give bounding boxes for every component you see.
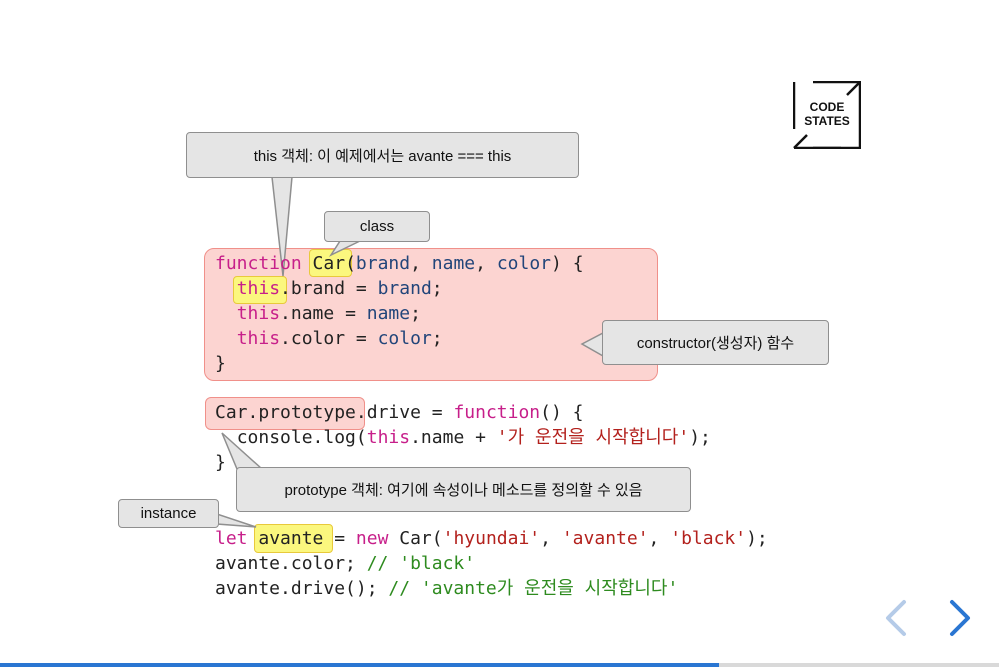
class-callout-text: class <box>359 218 395 235</box>
code-token: , <box>540 528 562 549</box>
code-token: Car( <box>388 528 443 549</box>
code-token: this <box>236 278 281 299</box>
code-token: brand <box>355 253 411 274</box>
this-object-callout-text: this 객체: 이 예제에서는 avante === this <box>253 147 512 165</box>
code-token: 'hyundai' <box>442 528 541 549</box>
code-line-5: } <box>215 352 226 376</box>
code-token: ; <box>431 328 443 349</box>
code-token: ); <box>689 427 711 448</box>
code-token: .name = <box>280 303 367 324</box>
code-line-6: Car.prototype.drive = function() { <box>215 401 584 425</box>
chevron-right-icon <box>950 600 970 636</box>
next-slide-button[interactable] <box>940 598 980 638</box>
code-line-11: avante.drive(); // 'avante가 운전을 시작합니다' <box>215 577 678 601</box>
code-token: function <box>453 402 541 423</box>
code-token: // 'avante가 운전을 시작합니다' <box>388 578 679 599</box>
code-token: ) { <box>551 253 584 274</box>
code-token: console.log( <box>236 427 367 448</box>
code-token: avante.drive(); <box>215 578 389 599</box>
code-line-10: avante.color; // 'black' <box>215 552 475 576</box>
code-token: , <box>648 528 671 549</box>
code-line-4: this.color = color; <box>215 327 443 351</box>
prototype-callout: prototype 객체: 여기에 속성이나 메소드를 정의할 수 있음 <box>236 467 691 512</box>
avante-highlight <box>254 524 333 553</box>
code-token: color <box>377 328 432 349</box>
code-token: name <box>366 303 411 324</box>
code-line-3: this.name = name; <box>215 302 421 326</box>
code-line-2: this.brand = brand; <box>215 277 443 301</box>
code-line-7: console.log(this.name + '가 운전을 시작합니다'); <box>215 426 711 450</box>
code-token: ; <box>431 278 443 299</box>
constructor-callout: constructor(생성자) 함수 <box>602 320 829 365</box>
constructor-callout-text: constructor(생성자) 함수 <box>636 335 795 352</box>
code-token: this <box>236 328 281 349</box>
code-token: Car <box>312 253 346 274</box>
code-token: 'avante' <box>561 528 649 549</box>
code-token: brand <box>377 278 432 299</box>
code-line-8: } <box>215 451 226 475</box>
code-token: ; <box>410 303 421 324</box>
constructor-code-box <box>204 248 658 381</box>
code-token: , <box>410 253 432 274</box>
code-token: .color = <box>280 328 378 349</box>
code-token: } <box>215 353 226 374</box>
code-line-1: function Car(brand, name, color) { <box>215 252 584 276</box>
chevron-left-icon <box>886 600 906 636</box>
code-token: .brand = <box>280 278 378 299</box>
code-token: this <box>236 303 281 324</box>
code-token: // 'black' <box>366 553 476 574</box>
code-token: color <box>496 253 552 274</box>
code-token: this <box>366 427 411 448</box>
code-token: = <box>323 528 356 549</box>
logo-line1: CODE <box>809 100 845 114</box>
instance-callout-text: instance <box>140 505 197 522</box>
code-token: ); <box>746 528 768 549</box>
code-token: let <box>215 528 248 549</box>
code-token: name <box>431 253 476 274</box>
slide-progress-fill <box>0 663 720 667</box>
prototype-callout-text: prototype 객체: 여기에 속성이나 메소드를 정의할 수 있음 <box>284 482 643 499</box>
code-token: .name + <box>410 427 497 448</box>
code-token: } <box>215 452 226 473</box>
code-token: avante <box>258 528 324 549</box>
code-token: () { <box>540 402 584 423</box>
code-token: function <box>215 253 302 274</box>
prototype-highlight-box <box>205 397 365 430</box>
slide-progress-bar <box>0 663 999 667</box>
this-highlight <box>233 276 287 304</box>
logo-text: CODE STATES <box>793 100 861 128</box>
code-token: .drive = <box>355 402 454 423</box>
car-highlight <box>309 249 352 277</box>
logo-line2: STATES <box>804 114 850 128</box>
code-token: new <box>355 528 389 549</box>
logo-frame-icon <box>792 80 862 150</box>
class-callout: class <box>324 211 430 242</box>
code-token: '가 운전을 시작합니다' <box>496 427 690 448</box>
code-token: Car.prototype <box>215 402 356 423</box>
code-line-9: let avante = new Car('hyundai', 'avante'… <box>215 527 768 551</box>
this-object-callout: this 객체: 이 예제에서는 avante === this <box>186 132 579 178</box>
instance-callout: instance <box>118 499 219 528</box>
code-states-logo: CODE STATES <box>792 80 862 150</box>
code-token: avante.color; <box>215 553 367 574</box>
code-token: 'black' <box>670 528 747 549</box>
code-token: ( <box>345 253 356 274</box>
prev-slide-button[interactable] <box>878 598 918 638</box>
code-token: , <box>475 253 497 274</box>
